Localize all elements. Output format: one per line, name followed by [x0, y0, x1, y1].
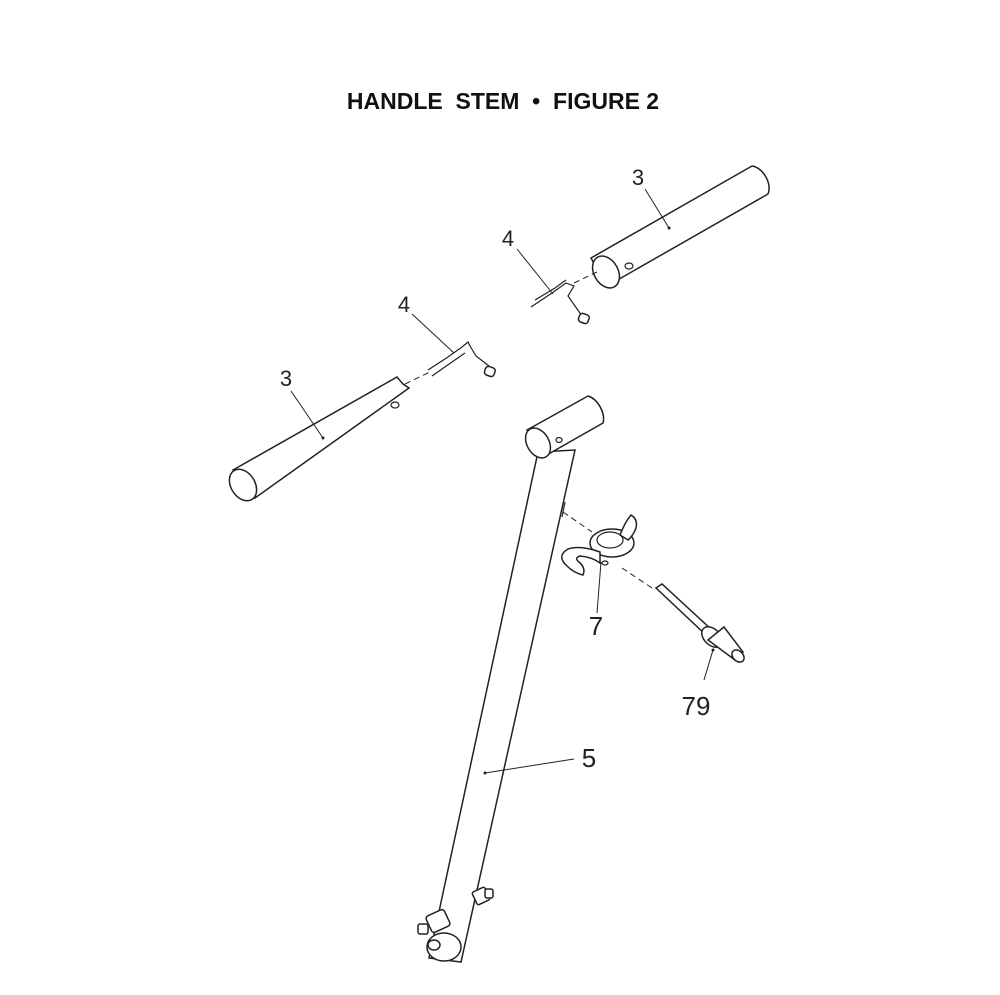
- leader-line: [596, 561, 602, 614]
- callout-4-left: 4: [398, 292, 410, 317]
- leader-line: [411, 313, 455, 354]
- assembly-line: [621, 567, 656, 591]
- leader-line: [703, 649, 714, 681]
- handle-tube-right: [589, 165, 770, 289]
- leader-line: [644, 188, 670, 229]
- callout-3-right: 3: [632, 165, 644, 190]
- page-title: HANDLE STEM • FIGURE 2: [346, 88, 660, 114]
- leader-line: [290, 390, 324, 439]
- callout-3-left: 3: [280, 366, 292, 391]
- spring-clip-right: [530, 271, 598, 325]
- callout-79: 79: [682, 691, 711, 721]
- callout-7: 7: [589, 611, 603, 641]
- spring-clip-left: [404, 341, 496, 385]
- handle-stem: [417, 395, 605, 963]
- handle-tube-left: [228, 376, 411, 502]
- leader-line: [516, 248, 554, 295]
- assembly-line: [562, 511, 593, 533]
- callout-4-right: 4: [502, 226, 514, 251]
- hose-hook: [561, 514, 638, 576]
- pin: [654, 583, 745, 663]
- callout-5: 5: [582, 743, 596, 773]
- leader-line: [484, 758, 575, 774]
